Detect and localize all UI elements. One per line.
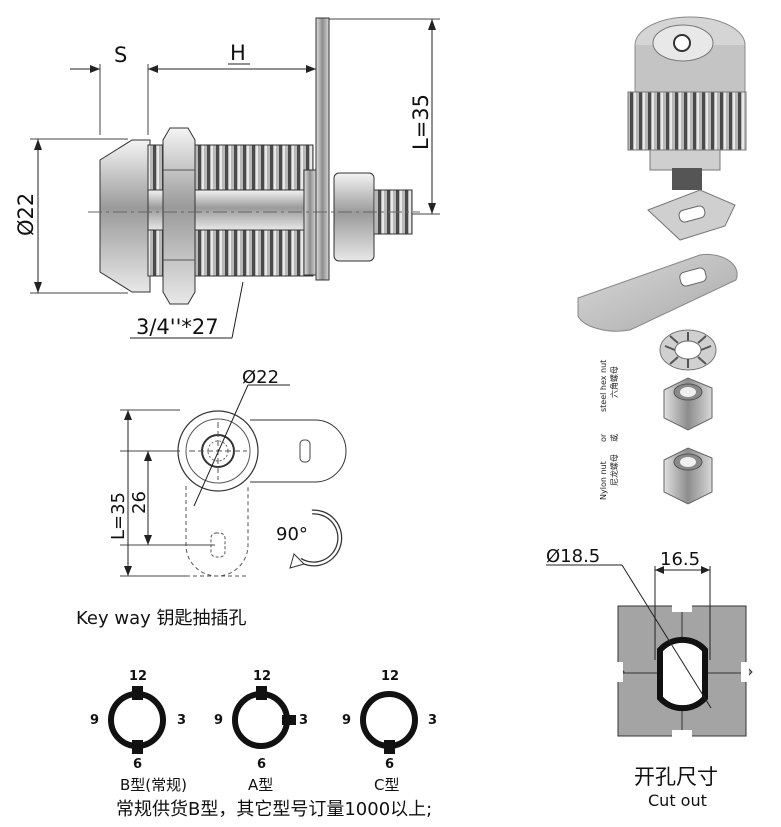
front-26-label: 26 <box>129 491 150 514</box>
keyway-c-6: 6 <box>385 757 394 772</box>
keyway-b-3: 3 <box>177 713 186 728</box>
dim-l-label: L=35 <box>409 94 433 150</box>
washer <box>303 169 317 276</box>
mounting-plate <box>315 17 330 281</box>
hex-nut <box>162 127 196 305</box>
exploded-view: steel hex nut 六角螺母 or 或 Nylon nut 尼龙螺母 <box>577 16 747 505</box>
keyway-c-3: 3 <box>428 713 437 728</box>
keyway-c-12: 12 <box>381 669 399 684</box>
thread-label: 3/4''*27 <box>136 315 219 339</box>
cutout-title-en: Cut out <box>648 791 707 810</box>
keyway-c-label: C型 <box>374 776 399 794</box>
back-nut <box>333 172 375 262</box>
keyway-c-9: 9 <box>342 713 351 728</box>
cam-arm-position-2 <box>185 486 249 577</box>
keyway-title: Key way 钥匙抽插孔 <box>76 608 246 629</box>
nylon-nut-en: Nylon nut <box>599 461 608 500</box>
cam-arm-position-1 <box>250 419 347 483</box>
keyway-b-9: 9 <box>90 713 99 728</box>
keyway-type-b: 12 6 9 3 B型(常规) <box>90 669 187 794</box>
steel-hex-nut <box>663 377 713 431</box>
keyway-b-label: B型(常规) <box>120 776 187 794</box>
keyway-a-3: 3 <box>299 713 308 728</box>
steel-nut-cn: 六角螺母 <box>609 366 619 398</box>
cutout-width-label: 16.5 <box>660 549 700 570</box>
keyway-a-12: 12 <box>253 669 271 684</box>
lock-head <box>99 139 151 293</box>
keyway-b-6: 6 <box>133 757 142 772</box>
keyway-a-6: 6 <box>257 757 266 772</box>
cutout-dia-label: Ø18.5 <box>546 546 600 567</box>
dim-h-label: H <box>230 41 246 65</box>
nylon-nut-cn: 尼龙螺母 <box>609 454 619 486</box>
keyway-section: Key way 钥匙抽插孔 12 6 9 3 B型(常规) 12 6 9 3 A… <box>76 608 437 820</box>
nylon-nut <box>663 447 713 505</box>
cutout-diagram: 16.5 Ø18.5 开孔尺寸 Cut out <box>546 546 753 810</box>
cam-plate <box>577 253 738 332</box>
cutout-title-cn: 开孔尺寸 <box>634 765 718 789</box>
front-dia-label: Ø22 <box>242 367 279 388</box>
cutout-hole <box>657 636 708 712</box>
or-en: or <box>599 433 608 442</box>
star-washer <box>659 329 717 371</box>
or-cn: 或 <box>609 434 619 442</box>
side-view: S H L=35 Ø22 3/4''*27 <box>14 17 440 339</box>
steel-nut-en: steel hex nut <box>599 360 608 412</box>
keyway-b-12: 12 <box>129 669 147 684</box>
front-view: Ø22 L=35 26 90° <box>108 367 347 577</box>
dim-s-label: S <box>114 43 127 67</box>
keyway-a-label: A型 <box>248 776 273 794</box>
keyway-type-c: 12 6 9 3 C型 <box>342 669 437 794</box>
keyway-a-9: 9 <box>214 713 223 728</box>
keyway-type-a: 12 6 9 3 A型 <box>214 669 308 794</box>
rotation-label: 90° <box>276 524 308 545</box>
dim-dia-label: Ø22 <box>14 193 38 236</box>
keyway-note: 常规供货B型，其它型号订量1000以上; <box>116 799 432 820</box>
front-l-label: L=35 <box>108 492 129 540</box>
